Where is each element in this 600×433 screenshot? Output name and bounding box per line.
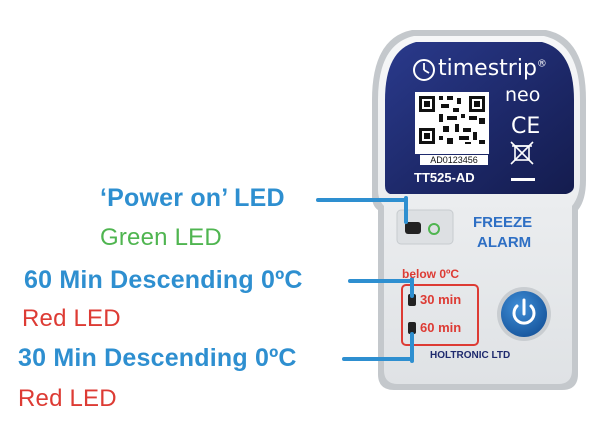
power-icon	[512, 298, 536, 325]
power-led-color: Green LED	[100, 224, 222, 251]
qr-code	[415, 92, 489, 154]
callout-connectors	[316, 196, 414, 363]
power-led-title: ‘Power on’ LED	[100, 184, 285, 212]
brand-name: timestrip®	[438, 56, 547, 81]
min60-led-color: Red LED	[22, 305, 121, 332]
model-number: TT525-AD	[414, 170, 475, 185]
weee-bar	[511, 178, 535, 181]
power-led-housing	[405, 222, 421, 234]
min30-led-color: Red LED	[18, 385, 117, 412]
freeze-label-1: FREEZE	[473, 214, 533, 231]
min60-title: 60 Min Descending 0ºC	[24, 266, 303, 294]
qr-code-text: AD0123456	[420, 155, 488, 165]
brand-text: timestrip	[438, 56, 537, 81]
power-led-green	[428, 223, 440, 235]
power-button[interactable]	[497, 287, 551, 341]
led-60-label: 60 min	[420, 320, 462, 335]
min30-title: 30 Min Descending 0ºC	[18, 344, 297, 372]
clock-icon	[413, 59, 435, 81]
led-30-label: 30 min	[420, 292, 462, 307]
led-60-housing	[408, 322, 416, 334]
freeze-label-2: ALARM	[477, 234, 532, 251]
maker-label: HOLTRONIC LTD	[430, 350, 511, 361]
ce-mark: CE	[511, 114, 541, 139]
power-led-window	[396, 209, 454, 245]
brand-mark: ®	[536, 58, 547, 70]
led-30-housing	[408, 294, 416, 306]
below-zero-label: below 0ºC	[402, 267, 460, 281]
weee-bin-icon	[510, 141, 534, 165]
sub-brand: neo	[505, 84, 541, 106]
timer-led-box	[401, 284, 479, 346]
